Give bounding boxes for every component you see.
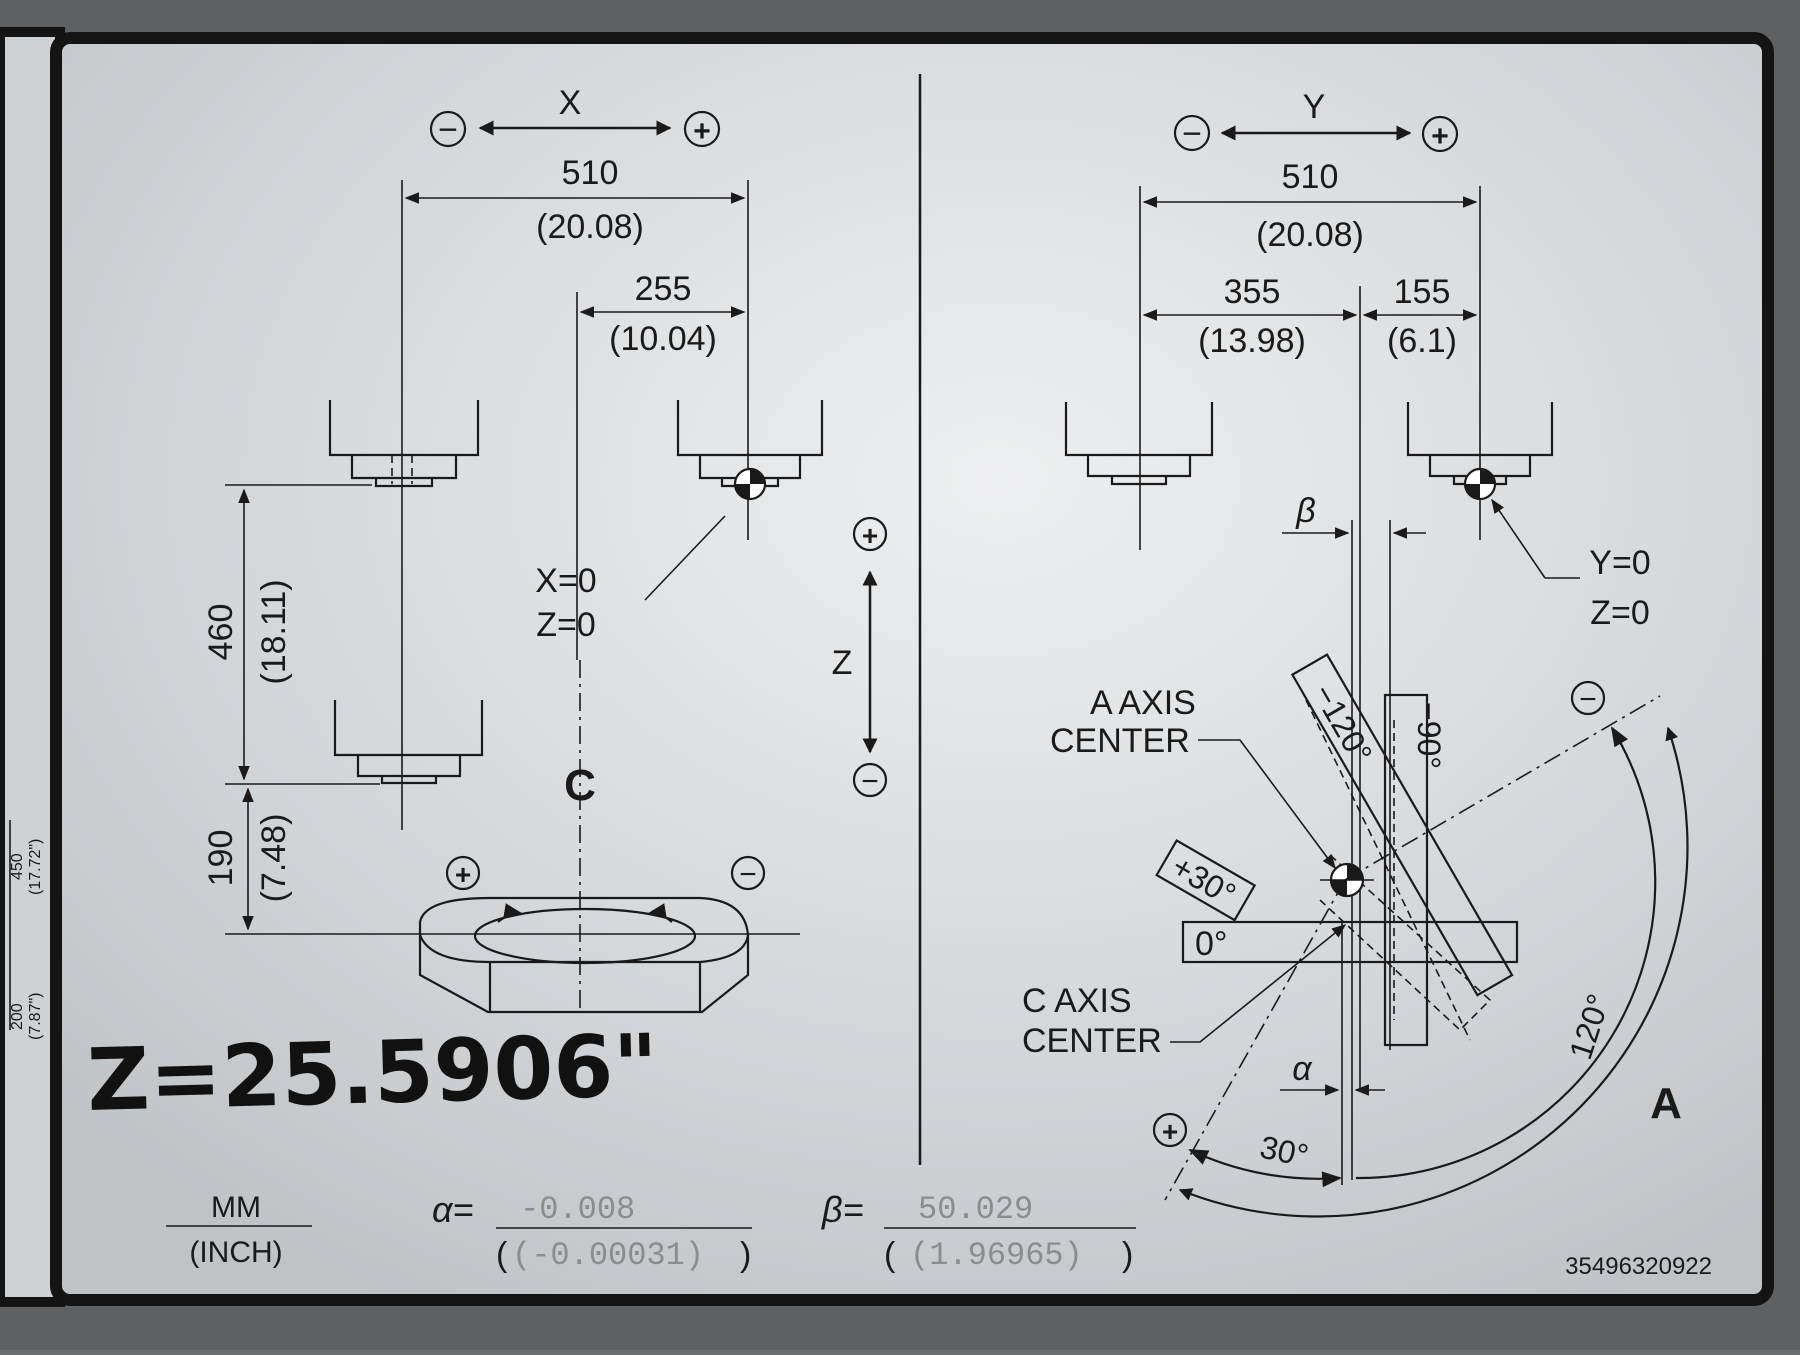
- spindle-upper-right: [676, 400, 824, 501]
- y-axis-panel: − + Y 510 (20.08) 355 (13.98) 155 (6.1): [1022, 88, 1689, 1218]
- beta-mm-value: 50.029: [918, 1191, 1033, 1228]
- alpha-symbol: α: [1292, 1050, 1313, 1088]
- y-zero-leader: [1491, 498, 1546, 579]
- y-right-mm: 155: [1394, 273, 1451, 311]
- c-axis-rotary-table: [418, 896, 750, 1014]
- c-axis-center-label-2: CENTER: [1022, 1022, 1162, 1060]
- x-half-mm: 255: [635, 270, 692, 308]
- alpha-inch-value: (-0.00031): [512, 1237, 704, 1274]
- spindle-lower-left: [333, 700, 484, 785]
- x-direction-indicator: − + X: [429, 84, 721, 149]
- y-right-inch: (6.1): [1387, 322, 1457, 360]
- x-axis-label: X: [559, 84, 582, 122]
- x-plus-circle: [683, 110, 721, 148]
- svg-text:200: 200: [9, 1003, 26, 1030]
- z-lower-mm: 190: [202, 830, 240, 887]
- y-travel-mm: 510: [1282, 158, 1339, 196]
- c-minus-circle: [730, 855, 766, 891]
- beta-inch-value: (1.96965): [910, 1237, 1083, 1274]
- y-minus-circle: [1173, 114, 1211, 152]
- z-direction-indicator: + Z −: [832, 516, 888, 798]
- beta-label: β=: [821, 1189, 864, 1230]
- spindle-upper-left: [328, 400, 480, 488]
- spindle-y-left: [1064, 402, 1214, 486]
- x-minus-circle: [429, 110, 467, 148]
- svg-text:): ): [1122, 1236, 1133, 1274]
- x-half-inch: (10.04): [609, 320, 717, 358]
- svg-text:(7.87"): (7.87"): [27, 993, 44, 1040]
- x-minus-sign: −: [438, 111, 458, 149]
- x-plus-sign: +: [693, 115, 711, 148]
- z-minus-circle: [852, 762, 888, 798]
- svg-text:(: (: [884, 1236, 896, 1274]
- svg-text:(17.72"): (17.72"): [27, 839, 44, 895]
- x-zero-label: X=0: [535, 562, 596, 600]
- z-plus-circle: [852, 516, 888, 552]
- y-plus-sign: +: [1431, 120, 1449, 153]
- x-travel-mm: 510: [562, 154, 619, 192]
- c-plus-circle: [445, 855, 481, 891]
- a-plus-sign: +: [1162, 1116, 1178, 1147]
- a-axis-label: A: [1650, 1079, 1682, 1128]
- alpha-label: α=: [432, 1189, 474, 1230]
- handwritten-z-note: Z=25.5906": [86, 1016, 659, 1131]
- y-left-mm: 355: [1224, 273, 1281, 311]
- a-axis-center-label-2: CENTER: [1050, 722, 1190, 760]
- y-minus-sign: −: [1182, 115, 1202, 153]
- svg-text:450: 450: [9, 853, 26, 880]
- a-plus-circle: [1152, 1112, 1188, 1148]
- z-upper-mm: 460: [202, 604, 240, 661]
- a-minus-circle: [1570, 680, 1606, 716]
- z-lower-inch: (7.48): [255, 814, 293, 903]
- alpha-mm-value: -0.008: [520, 1191, 635, 1228]
- y-left-inch: (13.98): [1198, 322, 1306, 360]
- x-travel-inch: (20.08): [536, 208, 644, 246]
- calibration-footer: MM (INCH) α= -0.008 ( (-0.00031) ) β= 50…: [166, 1189, 1712, 1280]
- y-plus-circle: [1421, 115, 1459, 153]
- angle-minus90-label: −90°: [1411, 702, 1447, 769]
- svg-text:): ): [740, 1236, 751, 1274]
- units-inch: (INCH): [189, 1236, 282, 1269]
- c-plus-sign: +: [455, 859, 471, 890]
- x-axis-panel: − + X 510 (20.08) 255 (10.04): [202, 84, 824, 1014]
- y-axis-label: Y: [1303, 88, 1326, 126]
- z-plus-sign: +: [862, 520, 878, 551]
- angle-0-label: 0°: [1195, 925, 1228, 963]
- z-minus-sign: −: [861, 765, 879, 798]
- svg-text:(: (: [496, 1236, 508, 1274]
- adjacent-plate-marks: 450 (17.72") 200 (7.87"): [9, 820, 44, 1040]
- z-axis-label: Z: [832, 644, 853, 682]
- c-minus-sign: −: [739, 858, 757, 891]
- y-travel-inch: (20.08): [1256, 216, 1364, 254]
- c-axis-center-label-1: C AXIS: [1022, 982, 1132, 1020]
- x-zero-leader: [644, 515, 726, 601]
- spindle-y-right: [1406, 402, 1554, 501]
- a-full-swing-arc: [1178, 726, 1689, 1218]
- x-zero-z-label: Z=0: [536, 606, 596, 644]
- a-axis-center-label-1: A AXIS: [1090, 684, 1196, 722]
- y-zero-label: Y=0: [1589, 544, 1650, 582]
- a-minus-sign: −: [1579, 683, 1597, 716]
- beta-symbol: β: [1295, 492, 1315, 530]
- z-upper-inch: (18.11): [255, 579, 293, 684]
- y-zero-z-label: Z=0: [1590, 594, 1650, 632]
- serial-number: 35496320922: [1565, 1253, 1712, 1280]
- units-mm: MM: [211, 1191, 261, 1224]
